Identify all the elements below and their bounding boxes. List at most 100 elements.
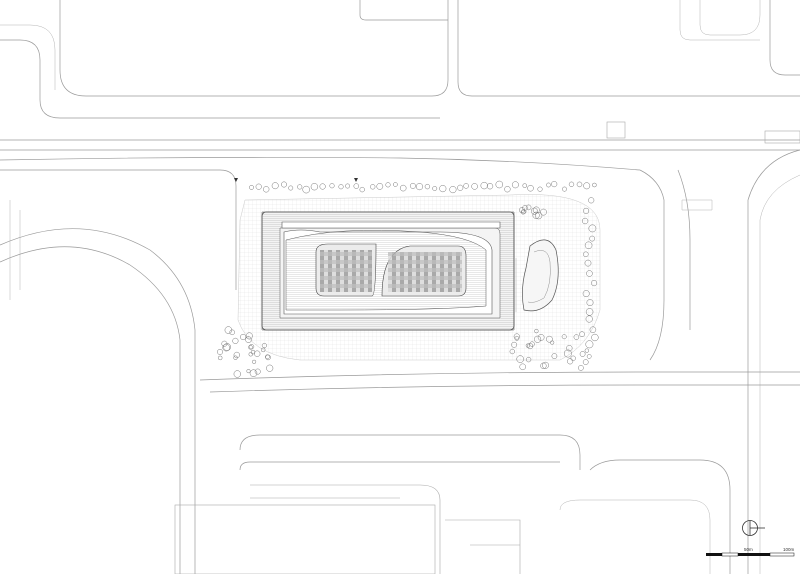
- tree-icon: [222, 343, 230, 352]
- tree-icon: [217, 348, 223, 355]
- scale-mid-label: 50m: [744, 547, 753, 552]
- tree-icon: [513, 333, 520, 340]
- tree-icon: [585, 340, 594, 349]
- tree-icon: [255, 183, 262, 190]
- tree-icon: [527, 184, 534, 192]
- tree-icon: [266, 364, 274, 372]
- tree-icon: [229, 329, 235, 336]
- tree-icon: [449, 186, 457, 194]
- tree-icon: [399, 184, 407, 192]
- tree-icon: [521, 209, 527, 215]
- tree-icon: [432, 186, 438, 191]
- tree-icon: [265, 354, 270, 360]
- tree-icon: [471, 183, 478, 190]
- tree-icon: [232, 337, 239, 344]
- tree-icon: [584, 259, 592, 267]
- tree-icon: [260, 347, 266, 353]
- tree-icon: [583, 182, 591, 190]
- tree-icon: [345, 183, 351, 189]
- tree-icon: [263, 186, 270, 193]
- tree-icon: [576, 181, 583, 188]
- tree-icon: [463, 183, 469, 189]
- tree-icon: [514, 336, 520, 341]
- tree-icon: [591, 333, 599, 342]
- tree-icon: [271, 182, 279, 190]
- scale-end-label: 100m: [783, 547, 795, 552]
- tree-icon: [589, 326, 597, 333]
- tree-icon: [585, 308, 594, 316]
- north-arrow-icon: [742, 520, 765, 536]
- tree-icon: [584, 241, 593, 250]
- tree-icon: [532, 211, 540, 219]
- tree-icon: [245, 332, 253, 340]
- tree-icon: [249, 369, 258, 377]
- tree-icon: [359, 186, 365, 193]
- tree-icon: [562, 186, 567, 192]
- tree-icon: [582, 290, 590, 298]
- tree-icon: [310, 183, 319, 191]
- tree-icon: [376, 183, 384, 190]
- tree-icon: [245, 336, 252, 343]
- tree-icon: [583, 207, 590, 214]
- tree-icon: [540, 208, 547, 216]
- tree-icon: [424, 183, 431, 190]
- tree-icon: [415, 183, 424, 191]
- tree-icon: [297, 184, 303, 190]
- tree-icon: [281, 181, 287, 188]
- tree-icon: [568, 181, 575, 187]
- tree-icon: [519, 363, 526, 371]
- tree-icon: [248, 352, 253, 357]
- tree-icon: [578, 365, 584, 371]
- tree-icon: [586, 299, 594, 307]
- tree-icon: [233, 355, 238, 360]
- tree-icon: [252, 359, 257, 364]
- tree-icon: [585, 315, 593, 323]
- scale-bar: 50m 100m: [706, 547, 795, 557]
- tree-icon: [563, 349, 572, 358]
- tree-icon: [249, 184, 254, 190]
- tree-icon: [532, 206, 540, 214]
- tree-icon: [353, 183, 360, 189]
- tree-icon: [439, 185, 447, 193]
- tree-icon: [522, 183, 527, 188]
- tree-icon: [522, 205, 528, 211]
- tree-icon: [233, 351, 240, 359]
- tree-icon: [573, 334, 580, 340]
- tree-icon: [551, 353, 558, 359]
- tree-icon: [534, 328, 539, 334]
- tree-icon: [530, 207, 538, 215]
- tree-icon: [525, 356, 532, 363]
- tree-icon: [546, 182, 551, 188]
- tree-icon: [537, 186, 543, 192]
- tree-icon: [537, 334, 545, 341]
- tree-icon: [329, 183, 335, 189]
- tree-icon: [546, 335, 553, 343]
- tree-icon: [385, 182, 391, 188]
- tree-icon: [551, 181, 558, 188]
- tree-icon: [457, 184, 464, 191]
- tree-icon: [246, 369, 251, 374]
- tree-icon: [584, 348, 589, 353]
- tree-icon: [486, 183, 494, 190]
- tree-icon: [589, 235, 596, 242]
- tree-icon: [248, 345, 253, 350]
- tree-icon: [534, 335, 542, 343]
- tree-icon: [567, 358, 574, 365]
- tree-icon: [540, 362, 547, 369]
- tree-icon: [265, 354, 271, 361]
- tree-icon: [224, 326, 233, 334]
- tree-icon: [248, 344, 255, 350]
- tree-icon: [250, 349, 256, 355]
- main-building: [261, 211, 515, 331]
- tree-icon: [591, 280, 598, 287]
- entry-markers: [234, 178, 358, 182]
- tree-icon: [582, 359, 589, 365]
- tree-icon: [409, 182, 416, 189]
- tree-icon: [579, 331, 585, 338]
- tree-icon: [370, 184, 376, 190]
- tree-icon: [511, 181, 519, 189]
- east-pavilion: [515, 239, 559, 312]
- tree-icon: [302, 185, 310, 194]
